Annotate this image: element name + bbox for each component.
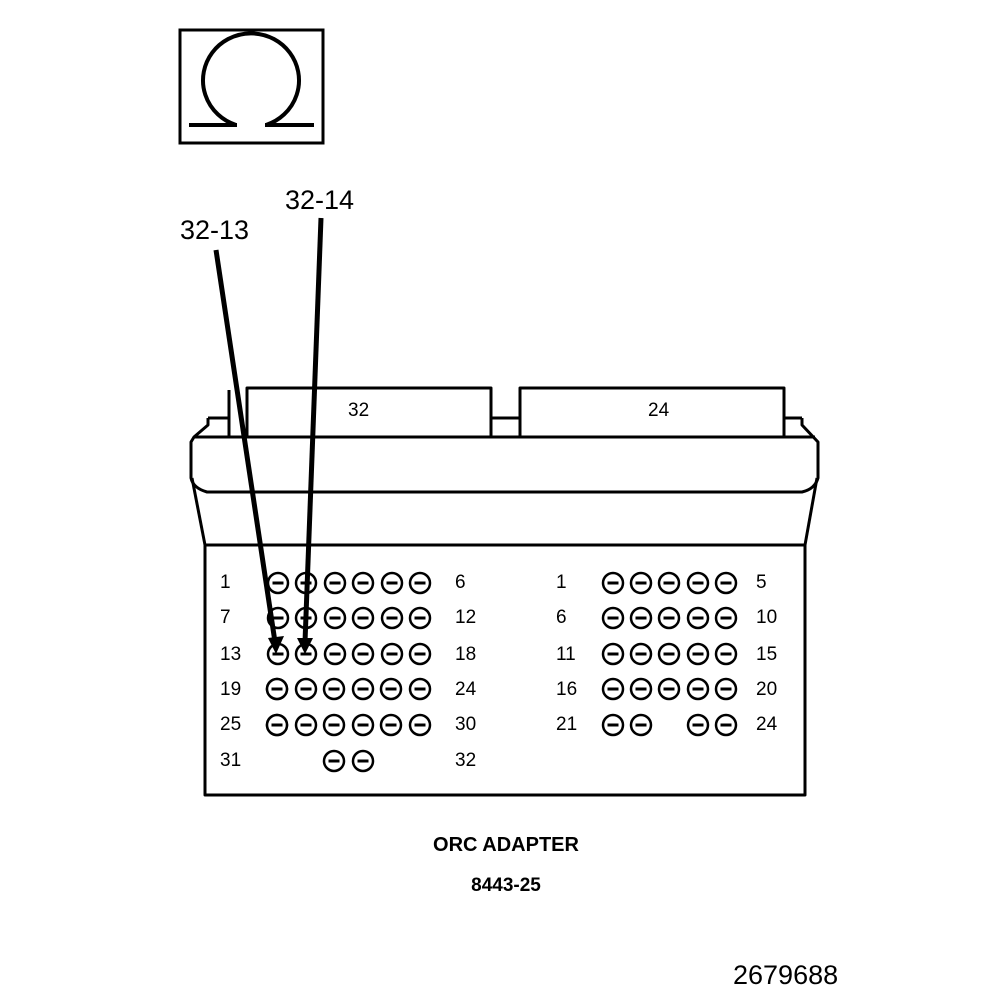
pin-socket	[294, 713, 318, 737]
pin-socket	[629, 713, 653, 737]
right-row-1-end: 5	[756, 572, 767, 593]
left-row-4-start: 19	[220, 679, 242, 700]
left-row-4-end: 24	[455, 679, 477, 700]
figure-id: 2679688	[733, 960, 839, 990]
pin-socket	[686, 713, 710, 737]
pin-socket	[379, 677, 403, 701]
left-row-3-start: 13	[220, 644, 242, 665]
left-row-2-end: 12	[455, 607, 477, 628]
left-row-6-end: 32	[455, 750, 477, 771]
pin-socket	[601, 571, 625, 595]
pin-socket	[601, 713, 625, 737]
pin-socket	[629, 606, 653, 630]
right-row-1-start: 1	[556, 572, 567, 593]
pin-socket	[351, 713, 375, 737]
pin-socket	[379, 713, 403, 737]
callout-label-32-14: 32-14	[285, 185, 355, 215]
left-row-1-start: 1	[220, 572, 231, 593]
pin-socket	[657, 677, 681, 701]
pin-socket	[601, 677, 625, 701]
pin-socket	[294, 677, 318, 701]
pin-socket	[322, 677, 346, 701]
callout-label-32-13: 32-13	[180, 215, 250, 245]
pin-socket	[351, 677, 375, 701]
pin-socket	[408, 713, 432, 737]
connector-32-pins	[265, 571, 432, 773]
pin-socket	[266, 571, 290, 595]
pin-socket	[686, 677, 710, 701]
pin-socket	[629, 571, 653, 595]
right-row-4-start: 16	[556, 679, 578, 700]
pin-socket	[408, 606, 432, 630]
arrow-head-32-14	[297, 638, 313, 654]
callout-arrows	[213, 217, 324, 654]
pin-socket	[351, 606, 375, 630]
pin-socket	[714, 606, 738, 630]
arrow-32-13	[213, 249, 278, 643]
adapter-body	[189, 386, 820, 797]
right-row-4-end: 20	[756, 679, 778, 700]
pin-socket	[322, 713, 346, 737]
pin-socket	[265, 677, 289, 701]
pin-socket	[657, 606, 681, 630]
right-row-2-start: 6	[556, 607, 567, 628]
pin-socket	[265, 713, 289, 737]
pin-socket	[408, 642, 432, 666]
pin-socket	[323, 571, 347, 595]
pin-socket	[323, 606, 347, 630]
pin-socket	[322, 749, 346, 773]
pin-socket	[408, 677, 432, 701]
arrow-32-14	[302, 217, 324, 643]
left-row-3-end: 18	[455, 644, 477, 665]
connector-24-pins	[601, 571, 738, 737]
left-row-1-end: 6	[455, 572, 466, 593]
connector-32-header-label: 32	[348, 400, 370, 421]
pin-socket	[380, 642, 404, 666]
pin-socket	[380, 571, 404, 595]
arrow-head-32-13	[268, 636, 284, 654]
left-row-5-end: 30	[455, 714, 477, 735]
pin-socket	[657, 571, 681, 595]
pin-socket	[657, 642, 681, 666]
pin-socket	[629, 677, 653, 701]
pin-socket	[351, 642, 375, 666]
left-row-6-start: 31	[220, 750, 242, 771]
pin-socket	[351, 749, 375, 773]
pin-socket	[601, 606, 625, 630]
pin-socket	[686, 642, 710, 666]
pin-socket	[323, 642, 347, 666]
right-row-3-start: 11	[556, 644, 576, 665]
pin-socket	[601, 642, 625, 666]
pin-socket	[380, 606, 404, 630]
adapter-part-number: 8443-25	[471, 875, 541, 896]
pin-socket	[714, 677, 738, 701]
connector-24-header-label: 24	[648, 400, 670, 421]
ohm-symbol-icon	[178, 28, 325, 145]
right-row-2-end: 10	[756, 607, 778, 628]
pin-socket	[629, 642, 653, 666]
right-row-3-end: 15	[756, 644, 778, 665]
right-row-5-start: 21	[556, 714, 578, 735]
pin-socket	[351, 571, 375, 595]
left-row-5-start: 25	[220, 714, 242, 735]
pin-socket	[408, 571, 432, 595]
pin-socket	[714, 571, 738, 595]
pin-socket	[686, 606, 710, 630]
right-row-5-end: 24	[756, 714, 778, 735]
adapter-title: ORC ADAPTER	[433, 834, 579, 856]
pin-socket	[714, 642, 738, 666]
left-row-2-start: 7	[220, 607, 231, 628]
pin-socket	[686, 571, 710, 595]
pin-socket	[714, 713, 738, 737]
